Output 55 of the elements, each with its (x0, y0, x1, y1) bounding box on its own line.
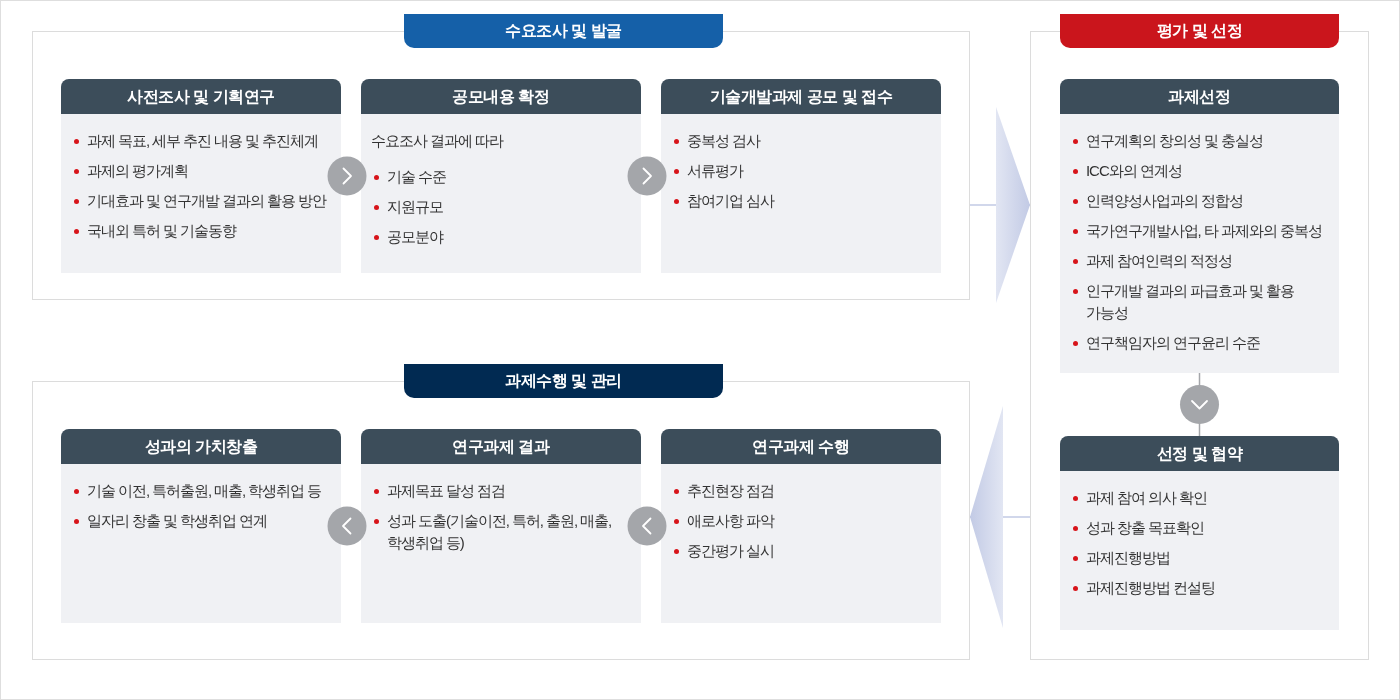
bullet-text: 중복성 검사 (687, 131, 760, 151)
bullet-text: 추진현장 점검 (687, 481, 774, 501)
step-card (361, 429, 641, 623)
wedge-arrow (969, 406, 1031, 628)
bullet-text: 성과 창출 목표확인 (1086, 518, 1204, 538)
bullet-text: 인력양성사업과의 정합성 (1086, 191, 1243, 211)
chevron-arrow (327, 156, 367, 196)
bullet-text: 과제목표 달성 점검 (387, 481, 505, 501)
bullet-text: 서류평가 (687, 161, 743, 181)
card-header: 연구과제 결과 (361, 429, 641, 464)
card-header: 기술개발과제 공모 및 접수 (661, 79, 941, 114)
bullet-text: 과제진행방법 (1086, 548, 1170, 568)
chevron-arrow (627, 156, 667, 196)
bullet-text: 기술 이전, 특허출원, 매출, 학생취업 등 (87, 481, 322, 501)
card-header: 과제선정 (1060, 79, 1339, 114)
section-tab: 과제수행 및 관리 (404, 364, 723, 398)
card-header: 선정 및 협약 (1060, 436, 1339, 471)
bullet-text: 기술 수준 (387, 167, 446, 187)
bullet-text: 지원규모 (387, 197, 443, 217)
bullet-text: 과제 참여 의사 확인 (1086, 488, 1207, 508)
step-card (61, 79, 341, 273)
step-card (1060, 79, 1339, 373)
bullet-text: ICC와의 연계성 (1086, 161, 1182, 181)
bullet-text: 중간평가 실시 (687, 541, 774, 561)
bullet-text: 과제의 평가계획 (87, 161, 188, 181)
bullet-text: 인구개발 결과의 파급효과 및 활용 가능성 (1086, 281, 1295, 323)
step-card (61, 429, 341, 623)
lead-text: 수요조사 결과에 따라 (371, 131, 505, 151)
chevron-arrow (1180, 372, 1219, 437)
card-header: 연구과제 수행 (661, 429, 941, 464)
chevron-arrow (327, 506, 367, 546)
bullet-text: 국가연구개발사업, 타 과제와의 중복성 (1086, 221, 1322, 241)
bullet-text: 공모분야 (387, 227, 443, 247)
bullet-text: 국내외 특허 및 기술동향 (87, 221, 236, 241)
card-header: 사전조사 및 기획연구 (61, 79, 341, 114)
step-card (1060, 436, 1339, 630)
bullet-text: 기대효과 및 연구개발 결과의 활용 방안 (87, 191, 326, 211)
step-card (661, 79, 941, 273)
bullet-text: 과제 목표, 세부 추진 내용 및 추진체계 (87, 131, 319, 151)
bullet-text: 참여기업 심사 (687, 191, 774, 211)
bullet-text: 일자리 창출 및 학생취업 연계 (87, 511, 267, 531)
section-tab: 수요조사 및 발굴 (404, 14, 723, 48)
bullet-text: 성과 도출(기술이전, 특허, 출원, 매출, 학생취업 등) (387, 511, 613, 553)
step-card (361, 79, 641, 273)
bullet-text: 애로사항 파악 (687, 511, 774, 531)
step-card (661, 429, 941, 623)
bullet-text: 연구책임자의 연구윤리 수준 (1086, 333, 1260, 353)
chevron-arrow (627, 506, 667, 546)
bullet-text: 연구계획의 창의성 및 충실성 (1086, 131, 1263, 151)
card-header: 성과의 가치창출 (61, 429, 341, 464)
card-header: 공모내용 확정 (361, 79, 641, 114)
section-tab: 평가 및 선정 (1060, 14, 1339, 48)
bullet-text: 과제진행방법 컨설팅 (1086, 578, 1215, 598)
bullet-text: 과제 참여인력의 적정성 (1086, 251, 1232, 271)
wedge-arrow (969, 107, 1031, 303)
